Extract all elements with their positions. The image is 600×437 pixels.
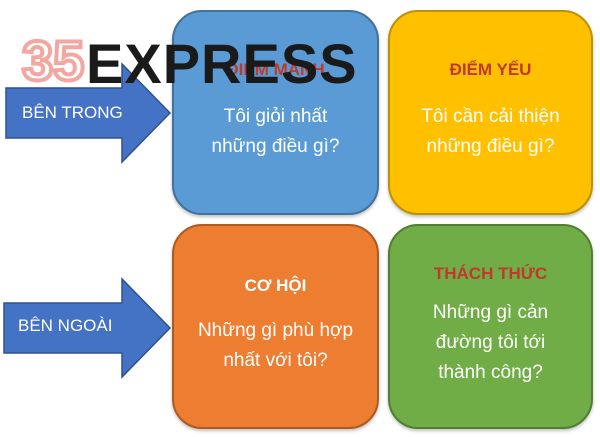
weaknesses-box: ĐIỂM YẾU Tôi cần cải thiện những điều gì… (388, 10, 593, 215)
threats-title: THÁCH THỨC (433, 264, 548, 283)
opportunities-text: Những gì phù hợp nhất với tôi? (184, 316, 367, 376)
outside-label: BÊN NGOÀI (18, 316, 113, 335)
express-logo-text: EXPRESS (86, 32, 358, 95)
logo-number: 35 (22, 30, 84, 92)
opportunities-box: CƠ HỘI Những gì phù hợp nhất với tôi? (172, 224, 379, 429)
threats-box: THÁCH THỨC Những gì cản đường tôi tới th… (388, 224, 593, 429)
strengths-box: ĐIỂM MẠNH Tôi giỏi nhất những điều gì? (172, 10, 379, 215)
opportunities-line-1: Những gì phù hợp (197, 320, 354, 341)
strengths-line-2: những điều gì? (211, 136, 340, 157)
strengths-text: Tôi giỏi nhất những điều gì? (184, 102, 367, 162)
weaknesses-line-2: những điều gì? (426, 136, 555, 157)
inside-label: BÊN TRONG (22, 103, 123, 122)
weaknesses-text: Tôi cần cải thiện những điều gì? (400, 102, 581, 162)
opportunities-title: CƠ HỘI (244, 276, 307, 295)
outside-arrow (3, 277, 172, 379)
strengths-line-1: Tôi giỏi nhất (223, 106, 328, 127)
threats-line-3: thành công? (438, 362, 543, 383)
threats-line-1: Những gì cản (432, 302, 549, 323)
threats-line-2: đường tôi tới (435, 332, 546, 353)
weaknesses-line-1: Tôi cần cải thiện (421, 106, 560, 127)
strengths-title: ĐIỂM MẠNH (226, 60, 325, 79)
inside-arrow (5, 62, 172, 164)
express-logo-icon: 35 (20, 30, 86, 92)
opportunities-line-2: nhất với tôi? (223, 350, 328, 371)
weaknesses-title: ĐIỂM YẾU (449, 60, 532, 79)
threats-text: Những gì cản đường tôi tới thành công? (400, 298, 581, 388)
